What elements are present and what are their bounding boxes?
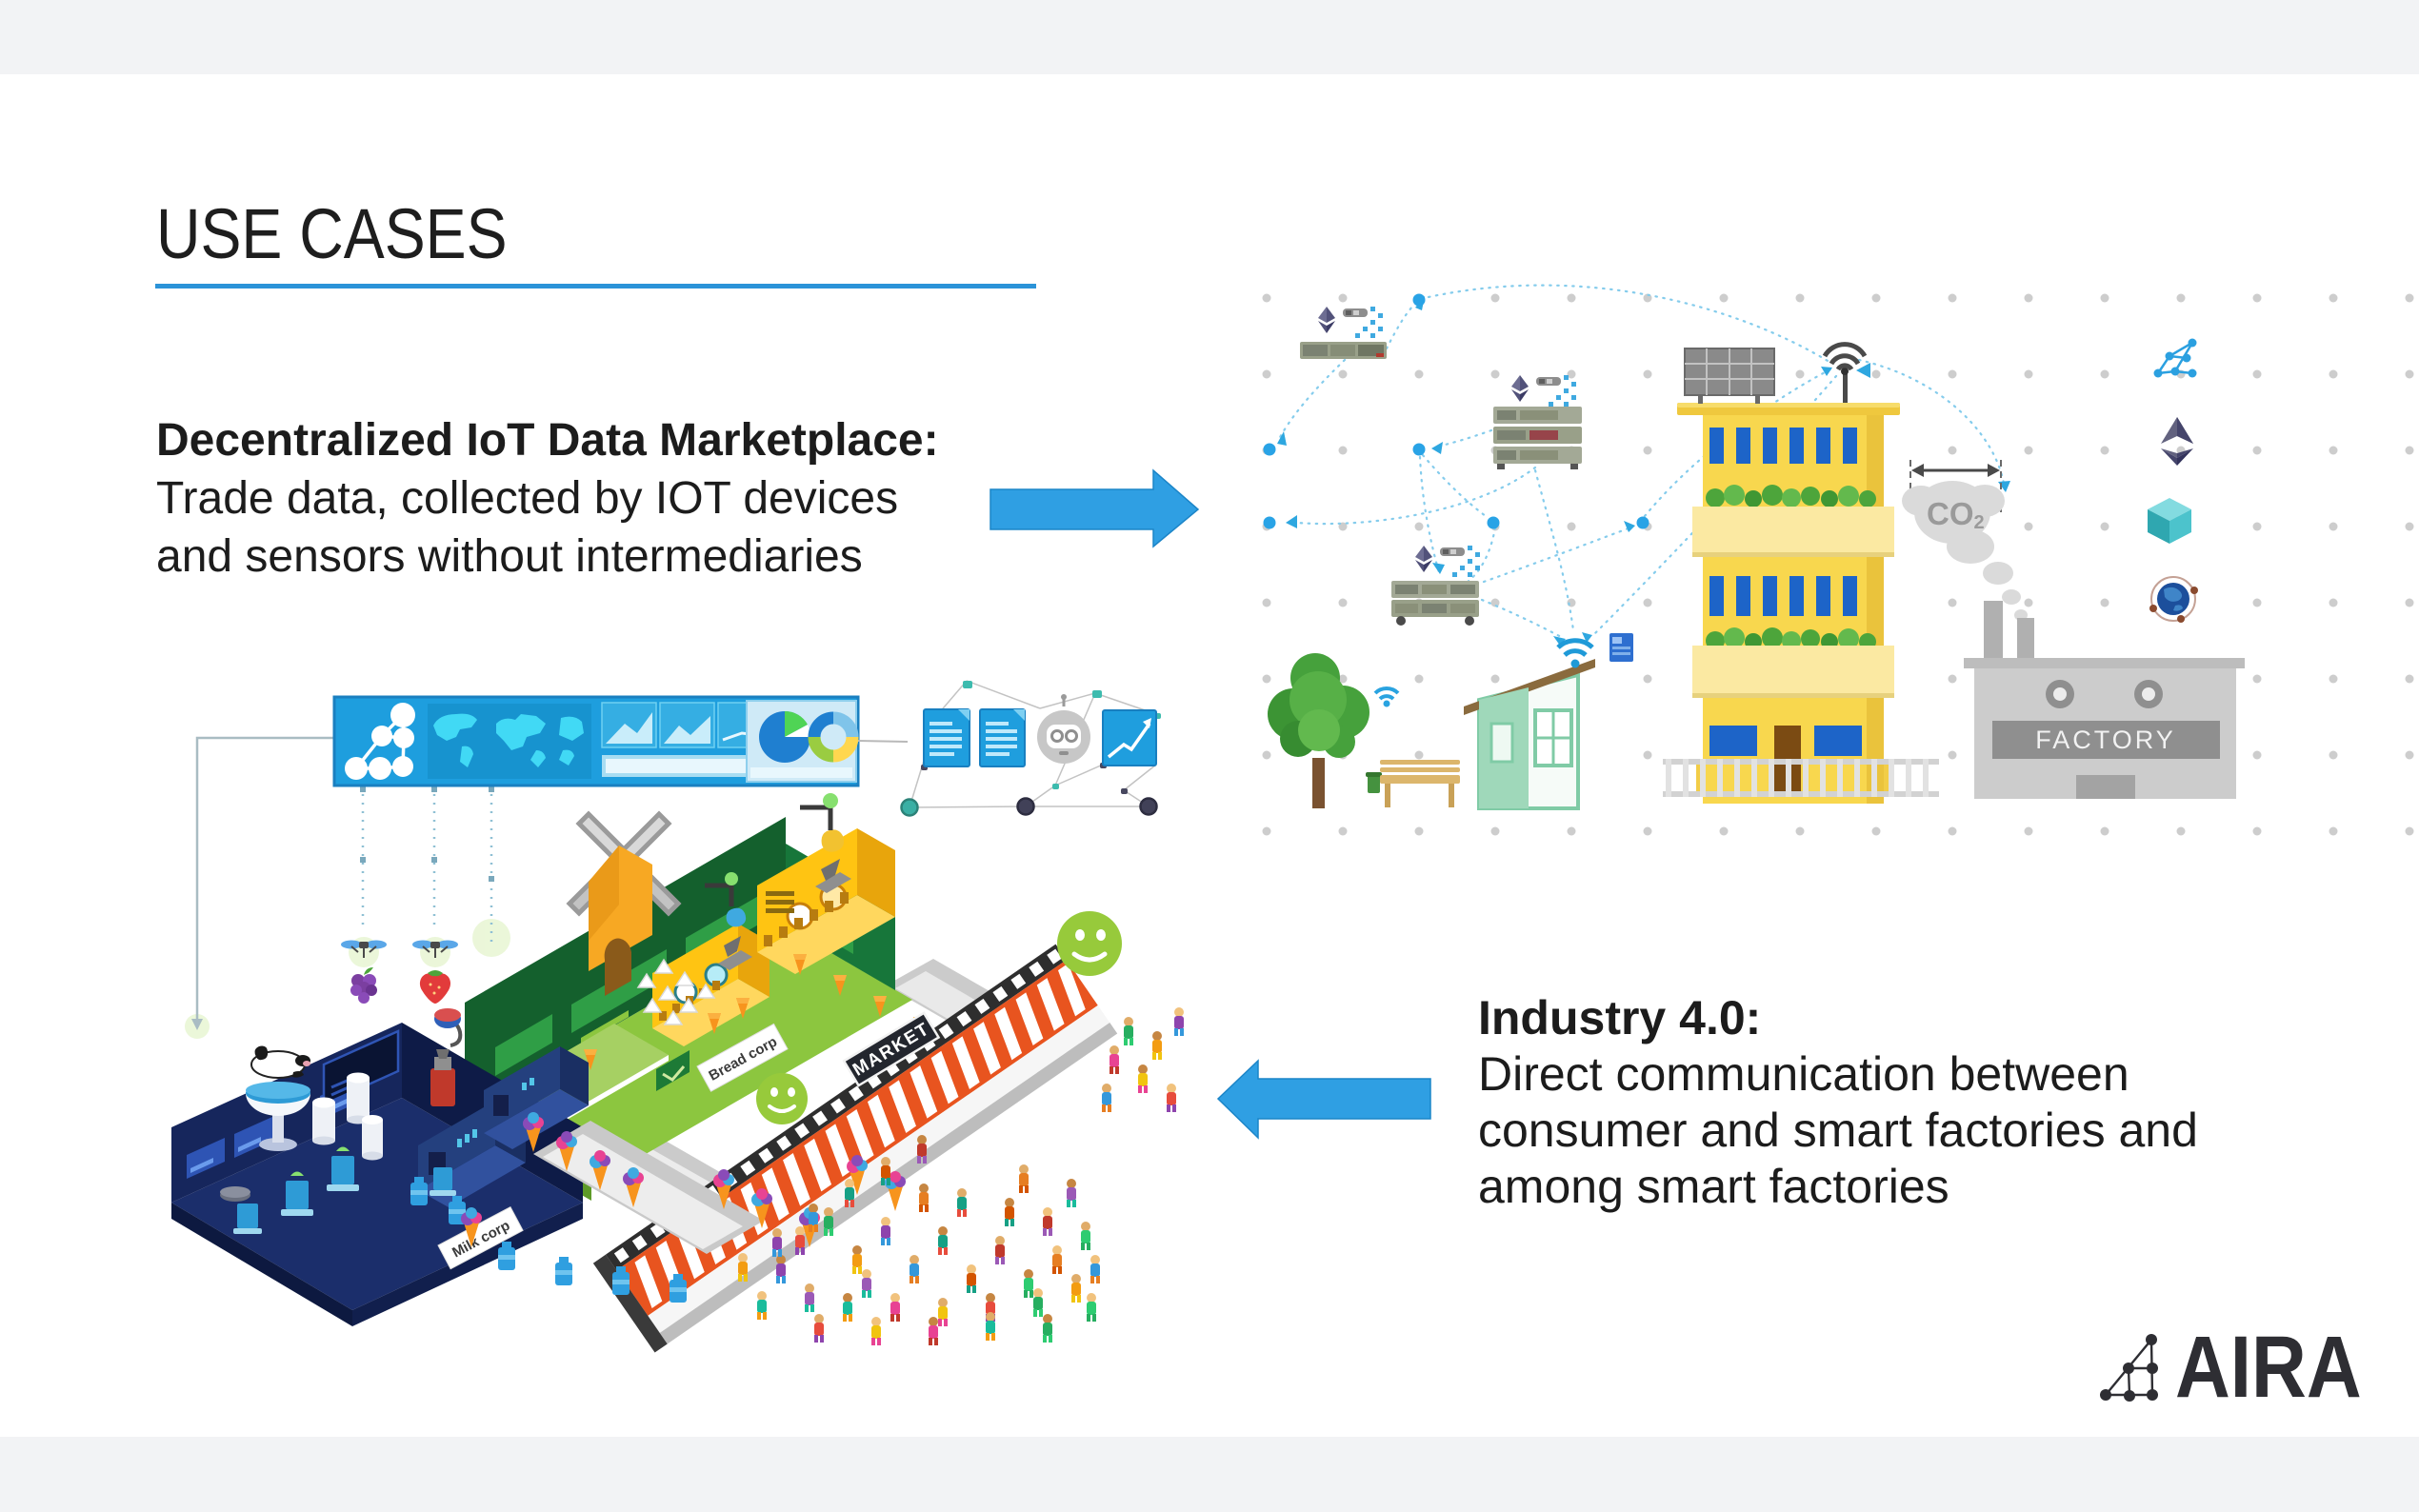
svg-text:FACTORY: FACTORY [2035,726,2176,754]
svg-text:CO2: CO2 [1927,496,1985,533]
